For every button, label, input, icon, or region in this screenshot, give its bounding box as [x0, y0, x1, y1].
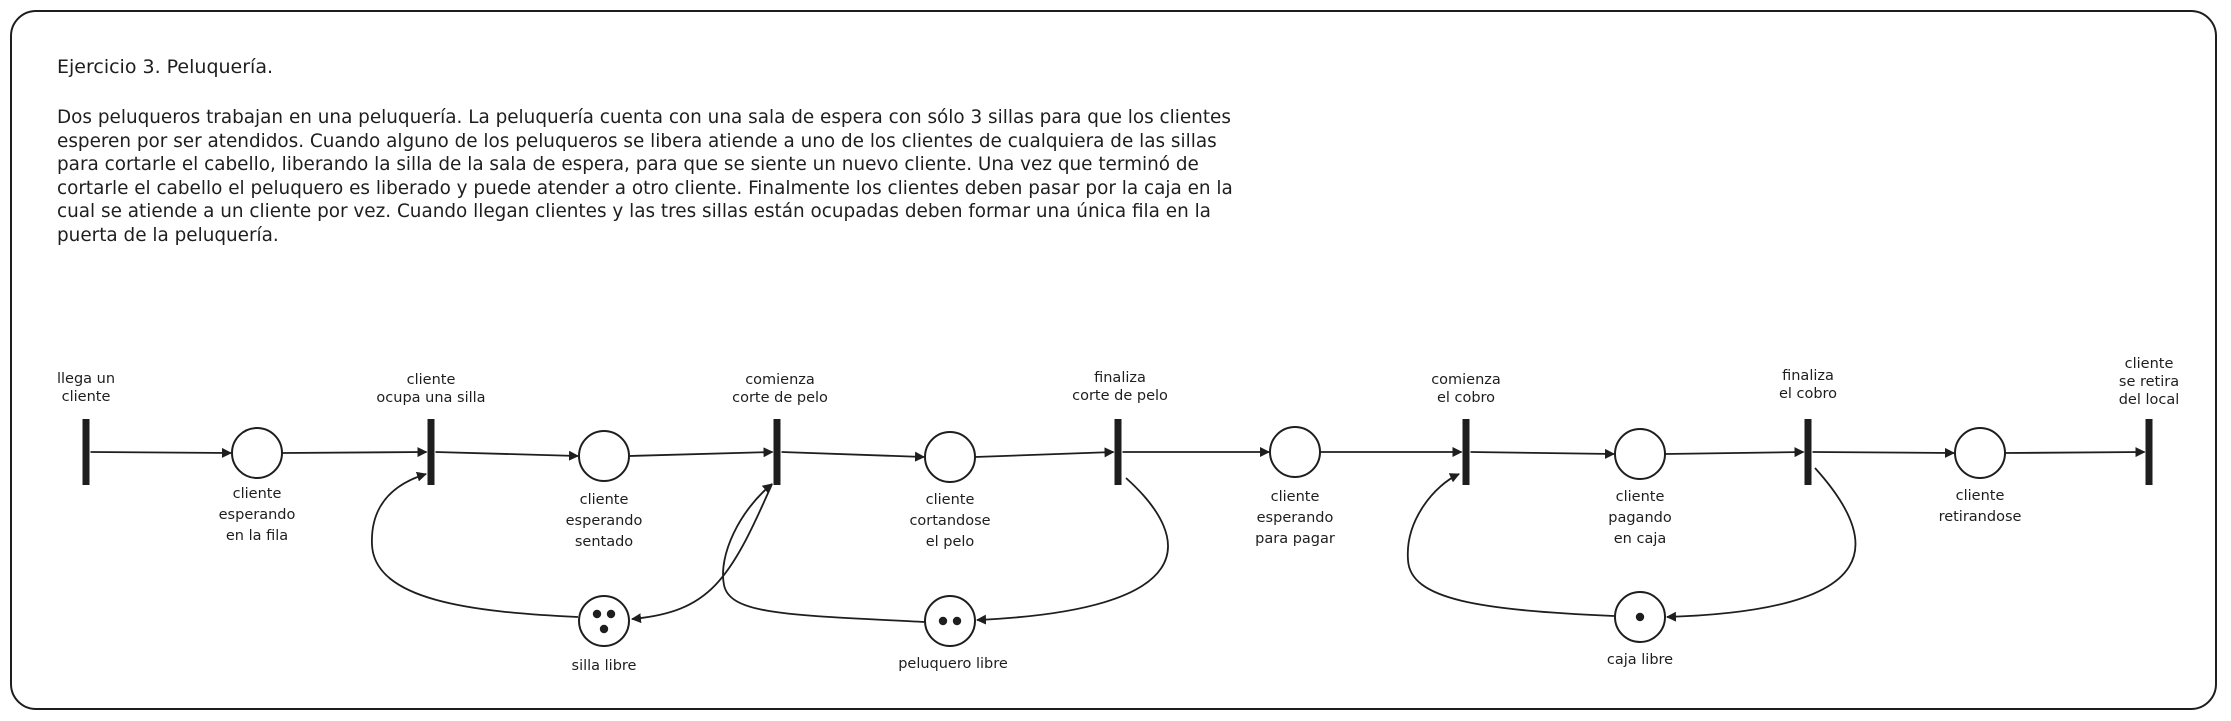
arc-p2-t3	[628, 447, 774, 458]
transition-label-t3: comienza corte de pelo	[732, 372, 828, 406]
place-label-line: el pelo	[926, 534, 975, 550]
place-label-line: cliente	[580, 492, 629, 508]
arc-p8-t3	[722, 483, 926, 623]
arc-t4-p8	[976, 477, 1169, 625]
transition-label-line: comienza	[745, 372, 815, 388]
exercise-title: Ejercicio 3. Peluquería.	[57, 56, 274, 78]
transition-label-line: del local	[2119, 392, 2180, 408]
exercise-card	[10, 10, 2217, 710]
transition-t7	[2145, 419, 2153, 485]
place-label-line: cliente	[233, 486, 282, 502]
transition-label-line: cliente	[407, 372, 456, 388]
transition-label-line: se retira	[2119, 374, 2179, 390]
token	[938, 616, 948, 626]
transition-t3	[773, 419, 781, 485]
place-label-line: esperando	[566, 513, 643, 529]
transition-label-line: corte de pelo	[1072, 388, 1168, 404]
transition-label-line: cliente	[2125, 356, 2174, 372]
exercise-description: Dos peluqueros trabajan en una peluquerí…	[57, 107, 1233, 246]
transition-label-line: finaliza	[1782, 368, 1834, 384]
arc-t3-p7	[631, 483, 773, 624]
place-label-line: silla libre	[572, 658, 637, 674]
transition-label-t2: cliente ocupa una silla	[376, 372, 485, 406]
arc-p9-t5	[1407, 473, 1615, 617]
place-label-line: cliente	[1956, 488, 2005, 504]
transition-label-line: cliente	[62, 389, 111, 405]
place-label-p3: cliente cortandose el pelo	[909, 492, 990, 550]
transition-label-line: corte de pelo	[732, 390, 828, 406]
transition-label-line: llega un	[57, 371, 115, 387]
arc-p5-t6	[1664, 447, 1805, 458]
arc-p7-t2	[371, 471, 579, 618]
place-label-line: cliente	[1271, 489, 1320, 505]
transition-label-line: el cobro	[1779, 386, 1837, 402]
arc-p6-t7	[2004, 447, 2146, 458]
arc-p1-t2	[281, 447, 428, 458]
transition-t5	[1462, 419, 1470, 485]
place-label-line: pagando	[1608, 510, 1672, 526]
place-label-p9: caja libre	[1607, 652, 1673, 668]
place-p6	[1954, 427, 2006, 479]
transition-label-t5: comienza el cobro	[1431, 372, 1501, 406]
token	[592, 609, 602, 619]
place-p5	[1614, 428, 1666, 480]
token	[606, 609, 616, 619]
place-label-line: en caja	[1614, 531, 1667, 547]
place-p1	[231, 427, 283, 479]
transition-t4	[1114, 419, 1122, 485]
transition-label-line: ocupa una silla	[376, 390, 485, 406]
place-label-line: caja libre	[1607, 652, 1673, 668]
token	[1635, 612, 1645, 622]
place-label-line: para pagar	[1255, 531, 1335, 547]
arc-t3-p3	[781, 451, 925, 462]
transition-label-line: comienza	[1431, 372, 1501, 388]
place-label-line: esperando	[219, 507, 296, 523]
transition-label-t6: finaliza el cobro	[1779, 368, 1837, 402]
token	[599, 624, 609, 634]
arc-t6-p6	[1812, 447, 1955, 458]
place-label-p7: silla libre	[572, 658, 637, 674]
place-p8	[924, 595, 976, 647]
place-label-line: sentado	[575, 534, 633, 550]
place-label-p4: cliente esperando para pagar	[1255, 489, 1335, 547]
transition-t1	[82, 419, 90, 485]
place-label-line: peluquero libre	[898, 656, 1008, 672]
transition-label-line: finaliza	[1094, 370, 1146, 386]
place-label-p8: peluquero libre	[898, 656, 1008, 672]
place-label-p2: cliente esperando sentado	[566, 492, 643, 550]
arc-t2-p2	[435, 450, 579, 461]
transition-label-t1: llega un cliente	[57, 371, 115, 405]
place-label-line: cliente	[926, 492, 975, 508]
place-label-p1: cliente esperando en la fila	[219, 486, 296, 544]
arc-t5-p5	[1470, 448, 1615, 459]
place-label-line: cliente	[1616, 489, 1665, 505]
transition-label-line: el cobro	[1437, 390, 1495, 406]
transition-label-t4: finaliza corte de pelo	[1072, 370, 1168, 404]
place-label-line: esperando	[1257, 510, 1334, 526]
transition-t6	[1804, 419, 1812, 485]
transition-t2	[427, 419, 435, 485]
place-label-p6: cliente retirandose	[1939, 488, 2022, 525]
arc-t1-p1	[90, 447, 232, 458]
place-label-line: cortandose	[909, 513, 990, 529]
place-label-line: en la fila	[226, 528, 288, 544]
place-p4	[1269, 426, 1321, 478]
arc-p3-t4	[974, 447, 1115, 458]
arc-t6-p9	[1666, 467, 1857, 622]
transition-label-t7: cliente se retira del local	[2119, 356, 2180, 408]
place-p2	[578, 430, 630, 482]
place-label-p5: cliente pagando en caja	[1608, 489, 1672, 547]
place-p7	[578, 595, 630, 647]
token	[952, 616, 962, 626]
place-label-line: retirandose	[1939, 509, 2022, 525]
place-p3	[924, 431, 976, 483]
